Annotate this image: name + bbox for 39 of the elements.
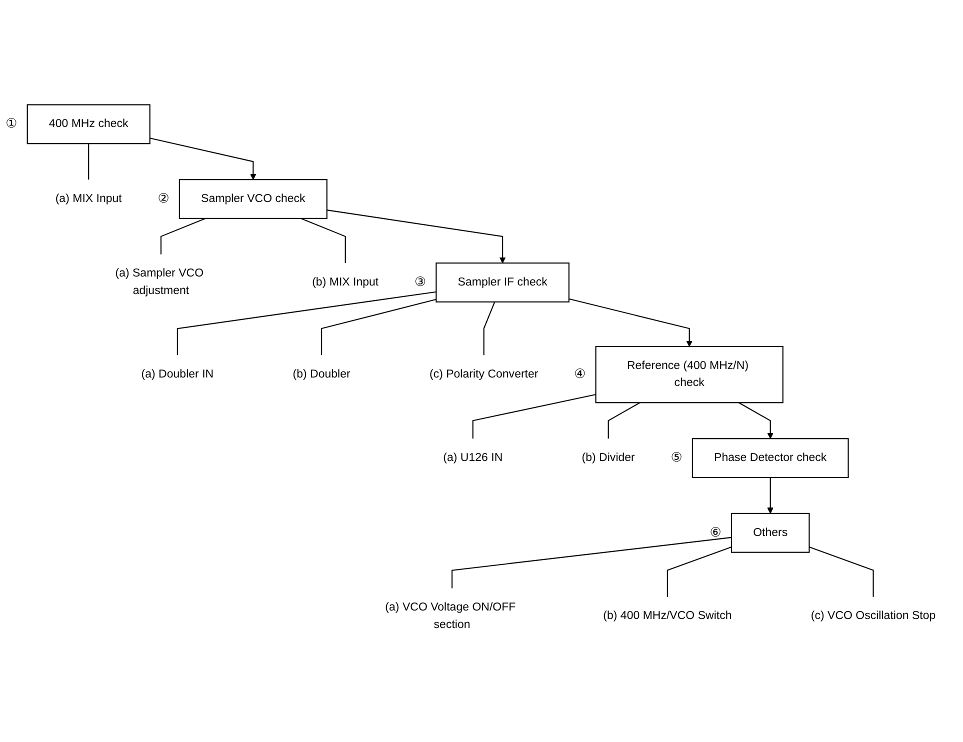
node-box: Reference (400 MHz/N) check — [595, 346, 784, 404]
node-text: (a) Sampler VCO adjustment — [115, 268, 204, 298]
connector — [452, 537, 732, 589]
node-text: (b) Divider — [582, 452, 635, 464]
node-text: (b) MIX Input — [312, 276, 379, 289]
step-number: ③ — [414, 275, 426, 290]
node-text: (a) MIX Input — [55, 192, 122, 206]
connector — [483, 302, 496, 356]
connector — [300, 218, 346, 264]
connector — [88, 144, 90, 180]
node-box: Others — [730, 513, 810, 554]
node-text: (a) Doubler IN — [141, 368, 214, 381]
node-box: Sampler IF check — [436, 262, 570, 303]
node-text: (b) Doubler — [292, 368, 350, 381]
arrow — [326, 210, 506, 264]
node-text: (c) Polarity Converter — [429, 368, 538, 381]
node-box: Sampler VCO check — [178, 179, 328, 220]
step-number: ② — [158, 192, 170, 207]
node-text: (a) VCO Voltage ON/OFF section — [385, 602, 516, 632]
step-number: ④ — [574, 368, 586, 382]
connector — [666, 546, 732, 598]
arrow — [568, 298, 693, 348]
node-text: (b) 400 MHz/VCO Switch — [603, 610, 732, 623]
connector — [608, 402, 640, 440]
step-number: ① — [6, 117, 18, 132]
node-text: (c) VCO Oscillation Stop — [810, 610, 936, 623]
arrow — [738, 402, 774, 440]
connector — [176, 292, 436, 356]
connector — [809, 546, 874, 598]
step-number: ⑤ — [670, 450, 682, 466]
connector — [472, 394, 596, 440]
node-box: 400 MHz check — [26, 104, 150, 145]
node-box: Phase Detector check — [692, 438, 849, 478]
connector — [321, 299, 436, 356]
arrow — [767, 478, 774, 514]
step-number: ⑥ — [710, 526, 722, 541]
connector — [160, 218, 206, 255]
arrow — [150, 138, 256, 180]
node-text: (a) U126 IN — [443, 452, 503, 464]
